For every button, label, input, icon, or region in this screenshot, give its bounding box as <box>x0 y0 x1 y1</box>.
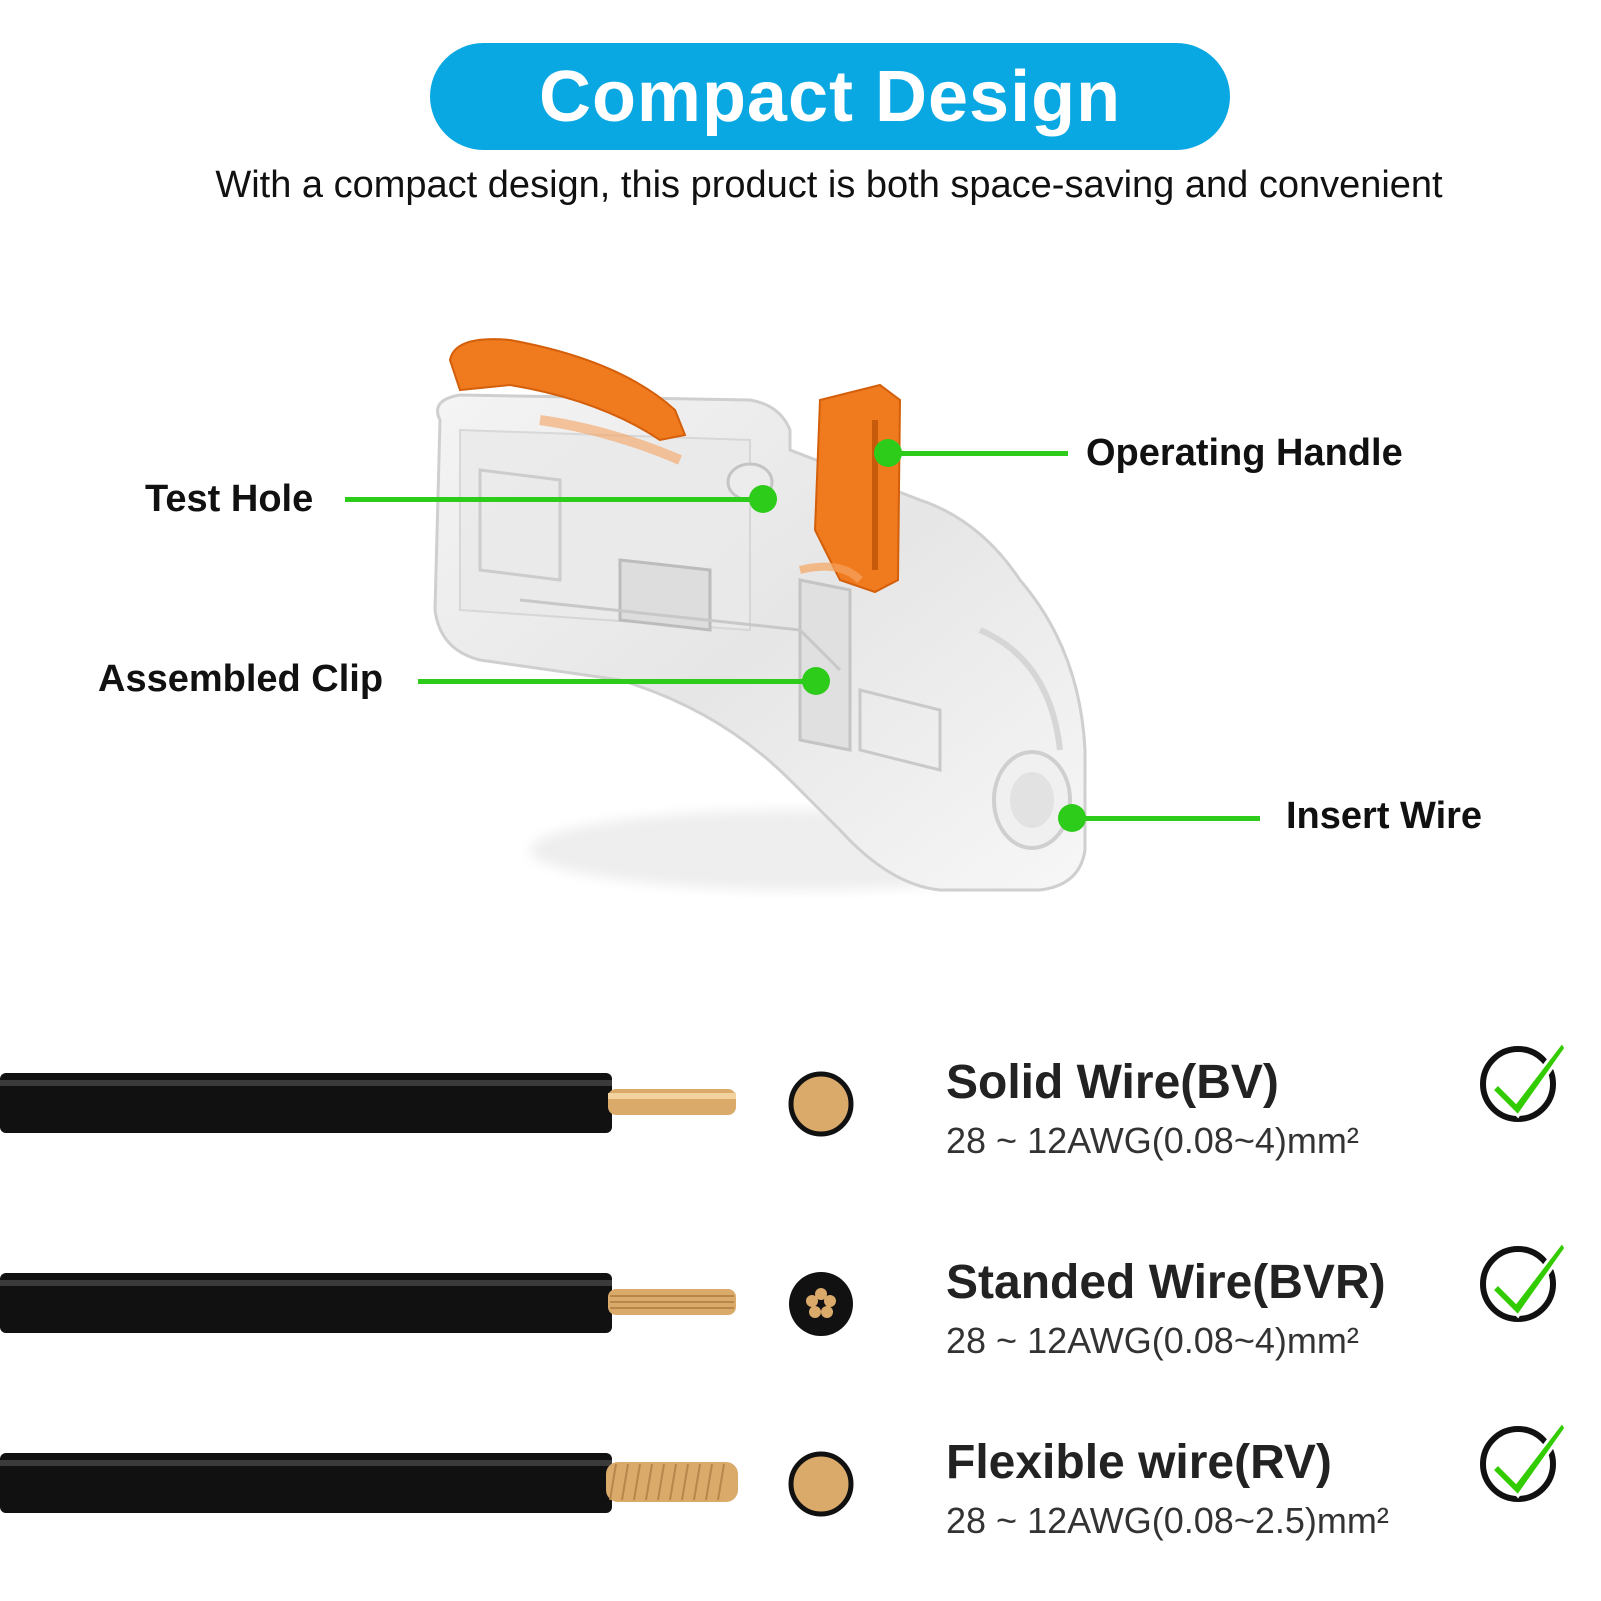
callout-insert-wire-label: Insert Wire <box>1286 795 1483 837</box>
wire-name: Flexible wire(RV) <box>946 1436 1332 1489</box>
callout-insert-wire-dot <box>1058 804 1086 832</box>
check-icon <box>1480 1039 1568 1122</box>
callout-operating-handle-label: Operating Handle <box>1086 432 1403 474</box>
wire-spec: 28 ~ 12AWG(0.08~4)mm² <box>946 1320 1359 1361</box>
page-title: Compact Design <box>538 56 1122 137</box>
callout-insert-wire-line <box>1072 816 1260 821</box>
stranded-wire-illustration <box>0 1273 736 1333</box>
callout-test-hole-dot <box>749 485 777 513</box>
callout-assembled-clip-label: Assembled Clip <box>98 658 384 700</box>
check-icon <box>1480 1239 1568 1322</box>
callout-operating-handle-dot <box>874 439 902 467</box>
callout-assembled-clip-dot <box>802 667 830 695</box>
callout-assembled-clip-line <box>418 679 816 684</box>
check-icon <box>1480 1419 1568 1502</box>
title-banner: Compact Design <box>430 43 1230 150</box>
callout-test-hole-label: Test Hole <box>145 478 314 520</box>
callout-operating-handle-line <box>888 451 1068 456</box>
wire-name: Standed Wire(BVR) <box>946 1256 1386 1309</box>
flexible-core-icon <box>788 1451 854 1517</box>
solid-wire-illustration <box>0 1073 736 1133</box>
stranded-core-icon <box>789 1272 853 1336</box>
wire-name: Solid Wire(BV) <box>946 1056 1279 1109</box>
flexible-wire-illustration <box>0 1453 738 1513</box>
wire-spec: 28 ~ 12AWG(0.08~4)mm² <box>946 1120 1359 1161</box>
callout-test-hole-line <box>345 497 763 502</box>
page-subtitle: With a compact design, this product is b… <box>215 164 1443 206</box>
solid-core-icon <box>788 1071 854 1137</box>
connector-illustration <box>433 338 1087 892</box>
wire-spec: 28 ~ 12AWG(0.08~2.5)mm² <box>946 1500 1389 1541</box>
